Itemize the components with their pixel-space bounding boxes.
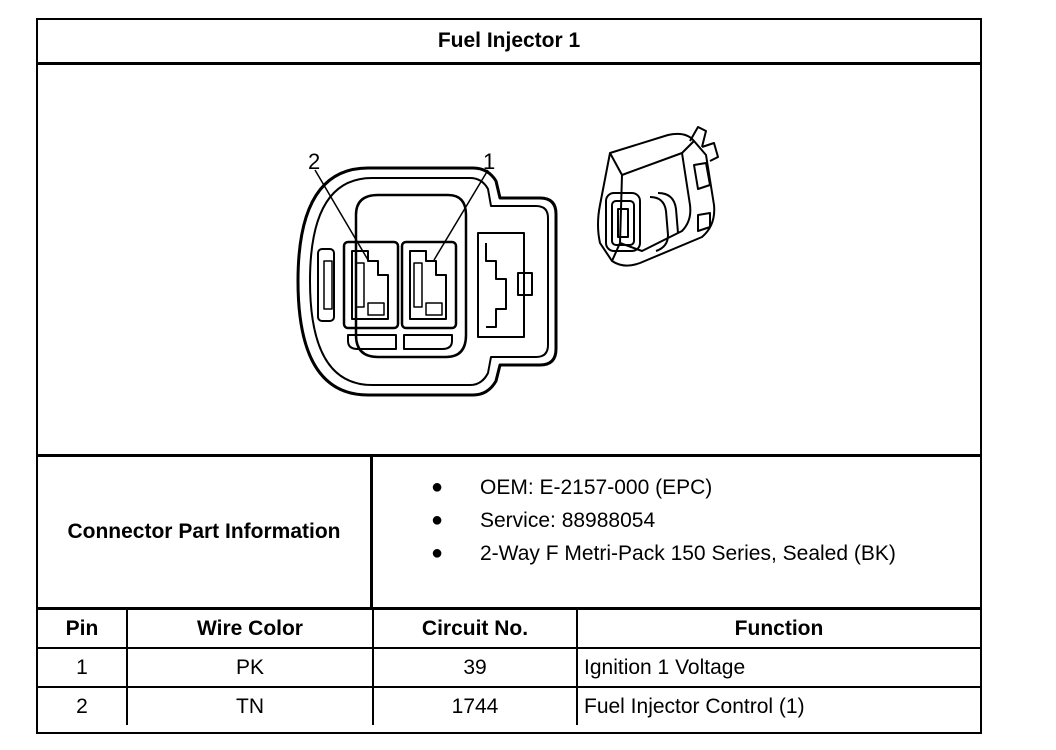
bullet-icon: ● xyxy=(431,509,444,531)
connector-title-text: Fuel Injector 1 xyxy=(437,29,581,52)
cell-pin: 2 xyxy=(38,686,128,725)
connector-info-item: ● 2-Way F Metri-Pack 150 Series, Sealed … xyxy=(373,537,980,570)
cell-pin: 1 xyxy=(38,647,128,688)
cavity-pin-2 xyxy=(342,240,400,330)
connector-face-view xyxy=(296,166,558,397)
pin-table-header: Pin Wire Color Circuit No. Function xyxy=(38,610,980,649)
cell-wire-color: TN xyxy=(126,686,374,725)
connector-sheet: Fuel Injector 1 xyxy=(36,18,982,734)
connector-perspective-view xyxy=(597,126,719,267)
info-divider xyxy=(38,607,980,610)
header-function: Function xyxy=(576,610,980,649)
connector-info-list: ● OEM: E-2157-000 (EPC) ● Service: 88988… xyxy=(373,457,980,607)
table-row: 1 PK 39 Ignition 1 Voltage xyxy=(38,647,980,688)
cell-function: Fuel Injector Control (1) xyxy=(576,686,980,725)
cell-wire-color: PK xyxy=(126,647,374,688)
pin-table: Pin Wire Color Circuit No. Function 1 PK… xyxy=(38,610,980,725)
connector-drawing: 2 1 xyxy=(296,126,719,397)
cell-function: Ignition 1 Voltage xyxy=(576,647,980,688)
cell-circuit-no: 1744 xyxy=(372,686,578,725)
cell-circuit-no: 39 xyxy=(372,647,578,688)
connector-info-item: ● Service: 88988054 xyxy=(373,504,980,537)
header-circuit-no: Circuit No. xyxy=(372,610,578,649)
header-pin: Pin xyxy=(38,610,128,649)
pin-2-label: 2 xyxy=(308,149,320,174)
connector-info-description: 2-Way F Metri-Pack 150 Series, Sealed (B… xyxy=(480,542,896,565)
connector-title: Fuel Injector 1 xyxy=(38,20,980,65)
connector-figure: 2 1 xyxy=(38,65,980,457)
pin-1-label: 1 xyxy=(483,149,495,174)
connector-info-label: Connector Part Information xyxy=(38,457,373,607)
sheet-frame xyxy=(36,18,982,734)
connector-info-label-text: Connector Part Information xyxy=(67,520,341,543)
table-row: 2 TN 1744 Fuel Injector Control (1) xyxy=(38,686,980,725)
connector-info-item: ● OEM: E-2157-000 (EPC) xyxy=(373,471,980,504)
connector-info-oem: OEM: E-2157-000 (EPC) xyxy=(480,476,713,499)
cavity-pin-1 xyxy=(400,240,458,330)
connector-info-service: Service: 88988054 xyxy=(480,509,656,532)
bullet-icon: ● xyxy=(431,542,444,564)
header-wire-color: Wire Color xyxy=(126,610,374,649)
bullet-icon: ● xyxy=(431,476,444,498)
